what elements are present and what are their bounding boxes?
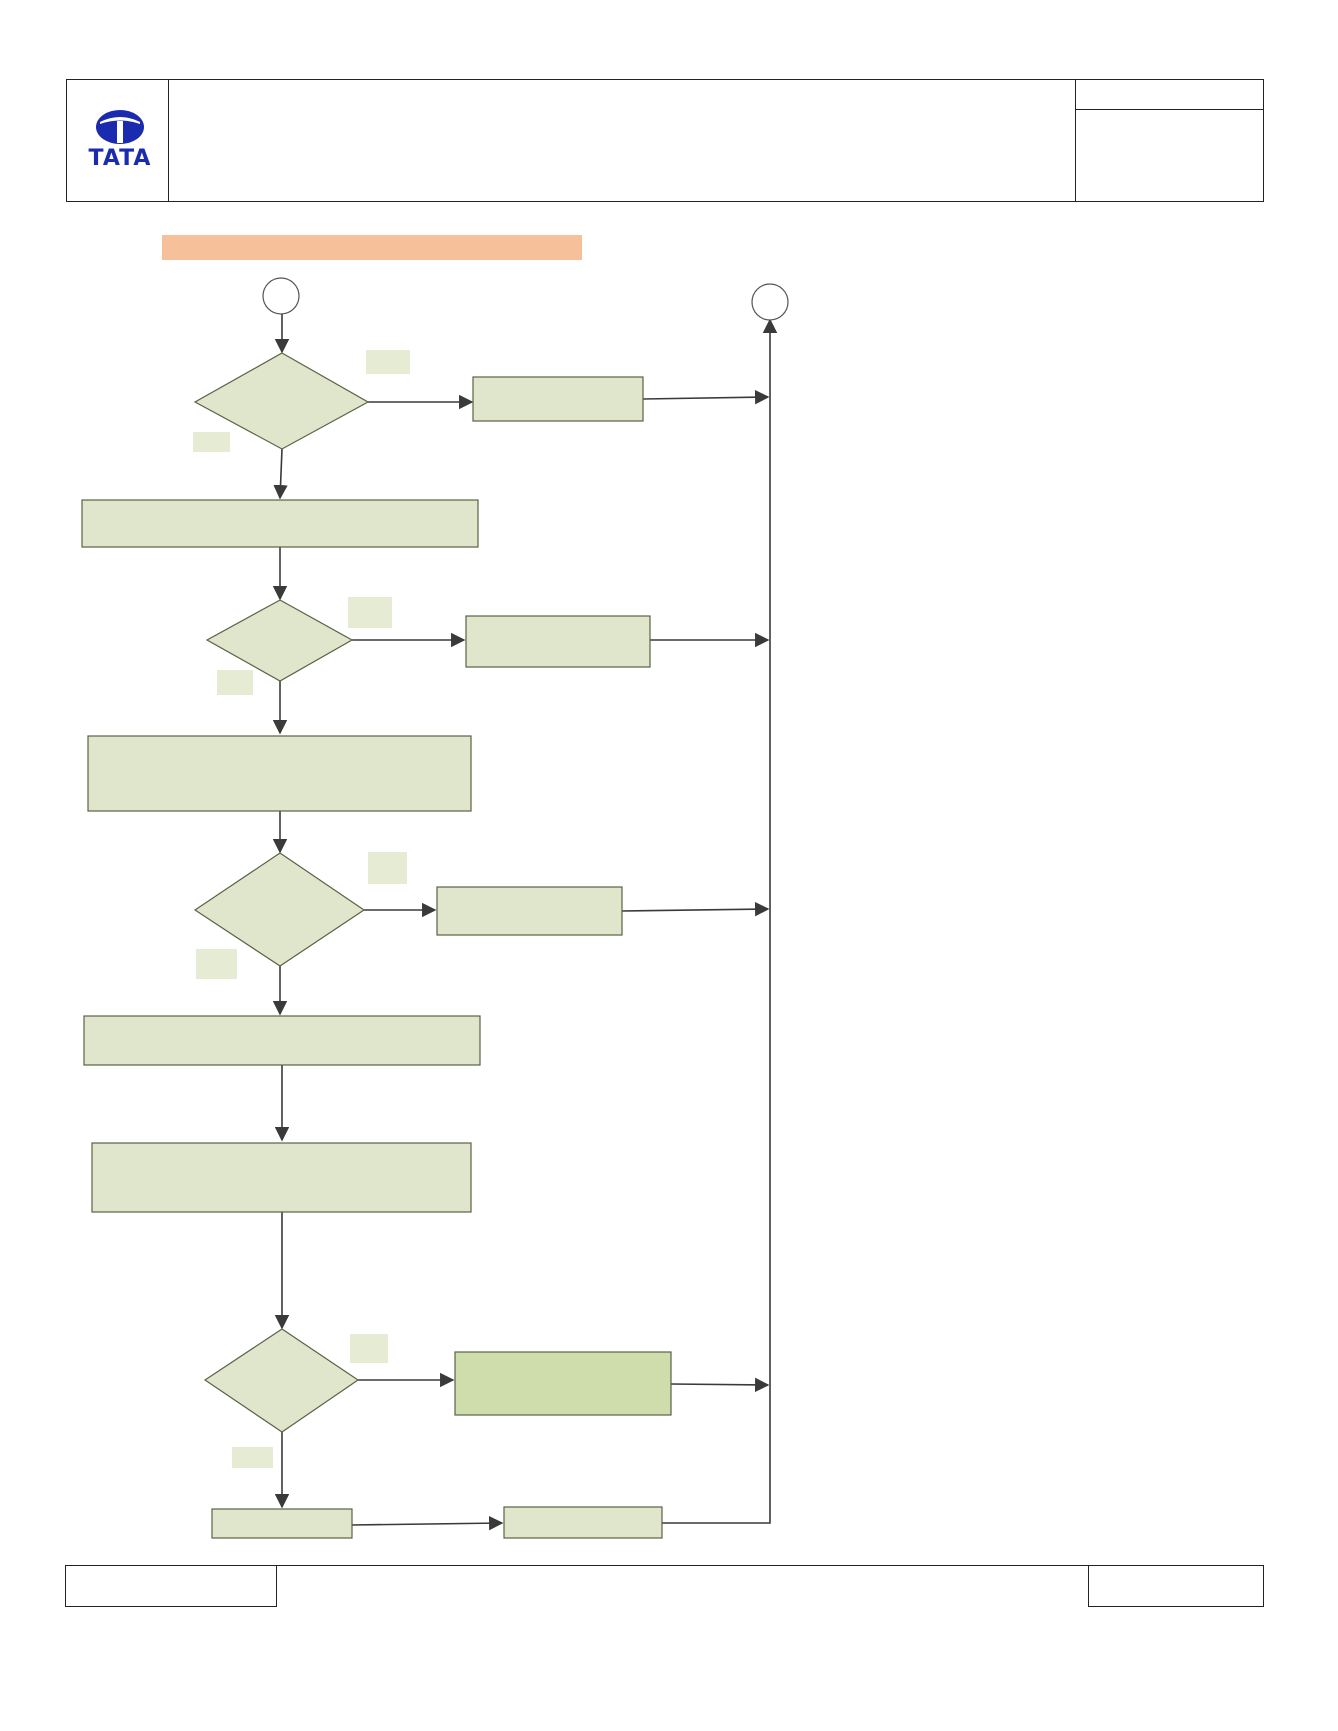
process-2 xyxy=(81,499,479,548)
terminal-start xyxy=(262,277,300,315)
process-1 xyxy=(472,376,644,422)
footer-right-text xyxy=(1089,1566,1263,1590)
terminal-end xyxy=(751,283,789,321)
edge-label-5 xyxy=(368,852,407,884)
edge-label-2 xyxy=(193,432,230,452)
header-ref-cell xyxy=(1075,79,1264,202)
edge-label-1 xyxy=(366,350,410,374)
tata-logo-icon xyxy=(96,110,144,144)
footer-center-text xyxy=(290,1575,1070,1597)
header-ref-divider xyxy=(1075,109,1264,110)
edge-p10-end-spine xyxy=(662,318,778,1524)
decision-3 xyxy=(193,852,366,967)
logo-wordmark: TATA xyxy=(88,146,152,171)
process-5 xyxy=(436,886,623,936)
process-4 xyxy=(87,735,472,812)
edge-label-8 xyxy=(232,1447,273,1468)
header-logo-cell xyxy=(66,79,169,202)
edge-p9-p10 xyxy=(351,1515,504,1531)
edge-d1-p2 xyxy=(273,448,288,500)
edge-label-6 xyxy=(196,949,237,979)
process-8 xyxy=(454,1351,672,1416)
connectors xyxy=(272,314,778,1531)
process-7 xyxy=(91,1142,472,1213)
footer-left-cell xyxy=(65,1565,277,1607)
footer-right-cell xyxy=(1088,1565,1264,1607)
edge-label-3 xyxy=(348,597,392,628)
footer-left-text xyxy=(66,1566,276,1590)
edge-label-7 xyxy=(350,1334,388,1363)
edge-p8-spine xyxy=(670,1377,770,1393)
process-9 xyxy=(211,1508,353,1539)
process-10 xyxy=(503,1506,663,1539)
edge-p1-spine xyxy=(642,390,770,405)
edge-label-4 xyxy=(217,670,253,695)
decision-1 xyxy=(193,352,370,450)
edge-p5-spine xyxy=(621,901,770,917)
document-header xyxy=(66,79,1264,202)
decision-4 xyxy=(203,1328,360,1433)
process-3 xyxy=(465,615,651,668)
footer-divider xyxy=(277,1565,1088,1566)
decision-2 xyxy=(205,599,354,682)
section-title-bar xyxy=(162,235,582,260)
process-6 xyxy=(83,1015,481,1066)
